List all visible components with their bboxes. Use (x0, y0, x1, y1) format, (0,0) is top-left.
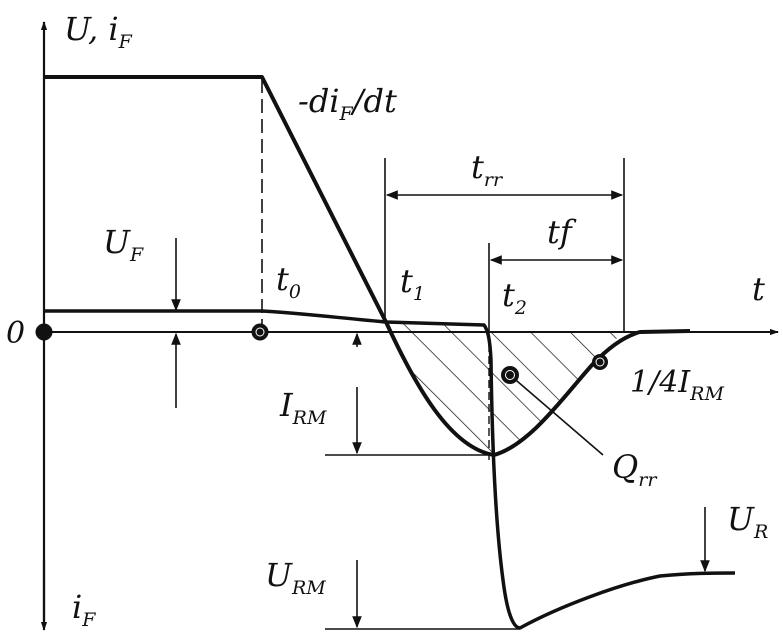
qrr-dot-ring (505, 370, 515, 380)
qrr-leader-line (509, 374, 604, 456)
t0-dot (251, 323, 269, 341)
t2-label: t2 (502, 276, 527, 319)
origin-dot (35, 323, 53, 341)
quarter-irm-dot-ring (595, 357, 605, 367)
ur-label: UR (727, 500, 768, 543)
y-axis-label: U, iF (64, 10, 133, 53)
qrr-label: Qrr (612, 448, 658, 491)
y-negative-label: iF (72, 588, 96, 631)
uf-label: UF (103, 223, 144, 266)
t0-dot-ring (255, 327, 265, 337)
urm-label: URM (265, 556, 326, 599)
voltage-curve (44, 309, 736, 630)
x-axis-label: t (752, 270, 765, 308)
qrr-dot (501, 366, 519, 384)
trr-label: trr (471, 148, 504, 191)
current-curve (44, 75, 691, 457)
origin-label: 0 (6, 316, 25, 351)
quarter-irm-label: 1/4IRM (630, 365, 724, 405)
quarter-irm-dot (592, 354, 608, 370)
t1-label: t1 (400, 262, 425, 305)
irm-label: IRM (279, 386, 327, 429)
t0-label: t0 (276, 260, 301, 303)
slope-label: -diF/dt (298, 82, 397, 125)
tf-label: tf (547, 213, 577, 251)
